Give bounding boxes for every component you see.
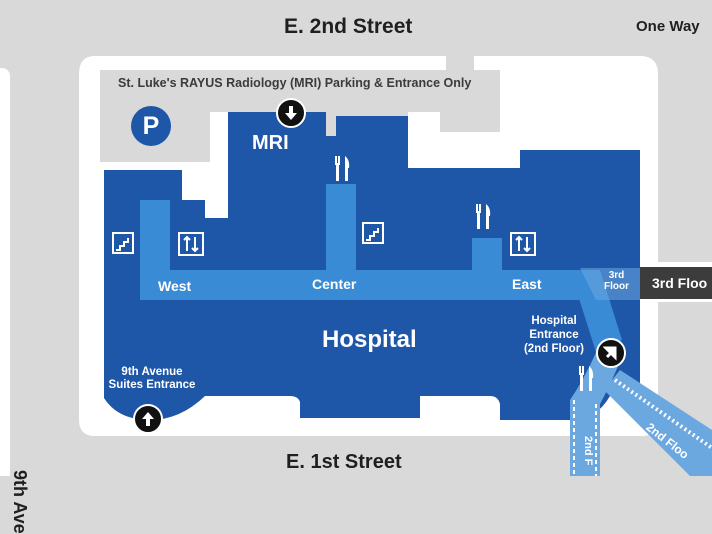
street-north-label: E. 2nd Street [284,15,413,38]
parking-letter: P [142,111,160,140]
parking-icon: P [131,106,171,146]
ninth-entrance-line2: Suites Entrance [108,379,196,391]
west-block [0,68,10,476]
arrow-icon [603,346,617,361]
restaurant-icon [334,156,352,187]
elevator-icon [178,232,204,256]
mri-entrance-icon[interactable] [276,98,306,128]
ninth-ave-entrance-label: 9th Avenue Suites Entrance [108,366,196,392]
east-ramp [570,270,622,352]
hospital-entrance-line3: (2nd Floor) [523,343,585,355]
corridor-east-label: East [512,276,542,292]
hospital-entrance-label: Hospital Entrance (2nd Floor) [520,314,588,356]
hospital-entrance-icon[interactable] [596,338,626,368]
up-arrow-icon [142,412,154,426]
main-corridor [140,270,580,300]
third-floor-skywalk [640,266,712,300]
map-canvas [0,56,712,476]
corridor-center-label: Center [312,276,357,292]
ninth-entrance-line1: 9th Avenue [121,366,183,378]
third-floor-zone [580,268,642,300]
elevator-icon [510,232,536,256]
second-floor-diagonal-skywalk [604,370,712,476]
one-way-label: One Way [636,18,700,35]
down-arrow-icon [285,106,297,120]
hospital-entrance-line2: Entrance [529,329,579,341]
stairs-icon [112,232,134,254]
second-floor-walkway-label: 2nd F [582,436,594,466]
street-west-label: 9th Ave [10,470,30,534]
corridor-west-label: West [158,278,192,294]
hospital-label: Hospital [322,326,417,353]
stairs-icon [362,222,384,244]
third-floor-marker: 3rd Floor [604,270,629,292]
ninth-ave-entrance-icon[interactable] [133,404,163,434]
restaurant-icon [475,204,493,235]
street-south-label: E. 1st Street [286,451,402,473]
parking-notch [446,56,474,76]
third-floor-marker-line1: 3rd [608,270,625,281]
restaurant-icon [578,366,596,397]
hospital-building [104,112,640,420]
mri-building-label: MRI [252,132,289,154]
parking-label: St. Luke's RAYUS Radiology (MRI) Parking… [118,76,472,90]
third-floor-marker-line2: Floor [604,281,629,292]
hospital-entrance-line1: Hospital [531,315,577,327]
third-floor-skywalk-label: 3rd Floo [652,275,708,291]
